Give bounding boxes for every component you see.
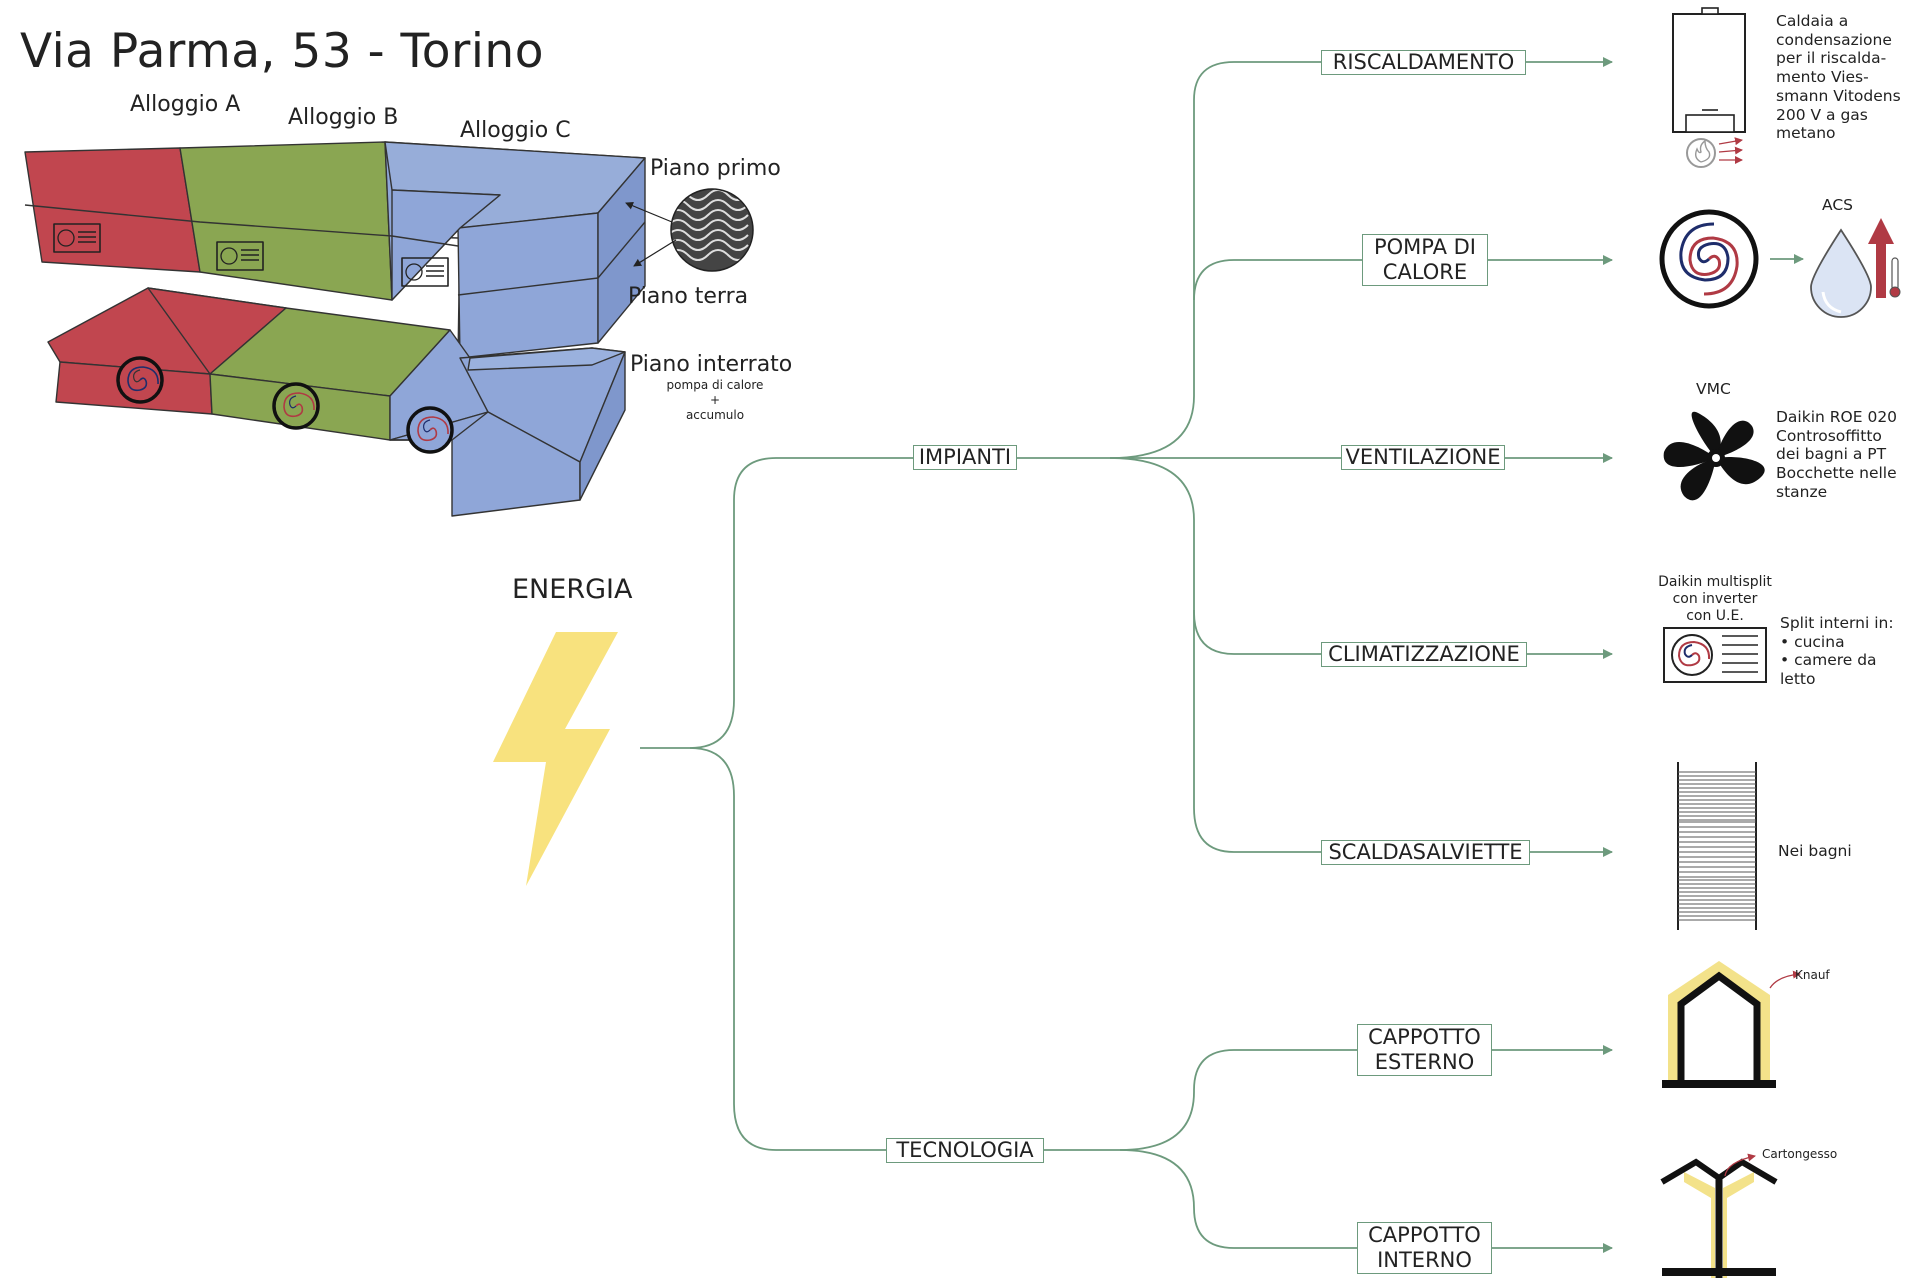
page-title: Via Parma, 53 - Torino xyxy=(20,24,544,79)
split-unit-c-icon xyxy=(401,257,449,287)
ventilation-description: Daikin ROE 020 Controsoffitto dei bagni … xyxy=(1776,408,1898,501)
boiler-icon xyxy=(1672,7,1746,168)
unit-b-label: Alloggio B xyxy=(288,105,399,130)
ac-unit-description: Daikin multisplit con inverter con U.E. xyxy=(1658,574,1772,624)
unit-b-block xyxy=(179,141,393,301)
towel-warmer-icon xyxy=(1677,762,1757,930)
root-label: ENERGIA xyxy=(512,574,633,605)
node-tecnologia: TECNOLOGIA xyxy=(886,1138,1044,1163)
node-ventilazione: VENTILAZIONE xyxy=(1341,445,1505,470)
heat-pump-unit-b-icon xyxy=(272,382,320,430)
basement-note: pompa di calore + accumulo xyxy=(666,378,764,422)
tree-connectors xyxy=(640,57,1613,1253)
thermometer-icon xyxy=(1868,218,1901,298)
split-unit-b-icon xyxy=(216,241,264,271)
node-pompa-di-calore: POMPA DI CALORE xyxy=(1362,234,1488,286)
node-cappotto-interno: CAPPOTTO INTERNO xyxy=(1357,1222,1492,1274)
radiant-floor-icon xyxy=(625,188,754,272)
knauf-label: Knauf xyxy=(1795,968,1830,982)
heat-pump-icon xyxy=(1659,209,1804,309)
acs-label: ACS xyxy=(1822,196,1853,214)
water-drop-icon xyxy=(1810,228,1872,318)
cartongesso-label: Cartongesso xyxy=(1762,1147,1838,1161)
ground-floor-label: Piano terra xyxy=(628,284,749,309)
node-scaldasalviette: SCALDASALVIETTE xyxy=(1321,840,1530,865)
node-riscaldamento: RISCALDAMENTO xyxy=(1321,50,1526,75)
node-climatizzazione: CLIMATIZZAZIONE xyxy=(1321,642,1527,667)
fan-icon xyxy=(1663,411,1765,501)
boiler-description: Caldaia a condensazione per il riscalda-… xyxy=(1776,12,1901,143)
unit-a-label: Alloggio A xyxy=(130,92,241,117)
split-ac-icon xyxy=(1663,627,1767,683)
node-cappotto-esterno: CAPPOTTO ESTERNO xyxy=(1357,1024,1492,1076)
first-floor-label: Piano primo xyxy=(650,156,781,181)
unit-a-block xyxy=(24,147,201,273)
unit-c-label: Alloggio C xyxy=(460,118,571,143)
node-impianti: IMPIANTI xyxy=(913,445,1017,470)
basement-label: Piano interrato xyxy=(630,352,793,377)
heat-pump-unit-c-icon xyxy=(406,406,454,454)
split-unit-a-icon xyxy=(53,223,101,253)
split-rooms-description: Split interni in: • cucina • camere da l… xyxy=(1780,614,1894,689)
heat-pump-unit-a-icon xyxy=(116,356,164,404)
lightning-bolt-icon xyxy=(493,632,618,886)
external-insulation-icon xyxy=(1662,961,1801,1088)
towel-warmer-description: Nei bagni xyxy=(1778,842,1852,860)
vmc-label: VMC xyxy=(1696,380,1731,398)
internal-insulation-icon xyxy=(1660,1153,1778,1278)
